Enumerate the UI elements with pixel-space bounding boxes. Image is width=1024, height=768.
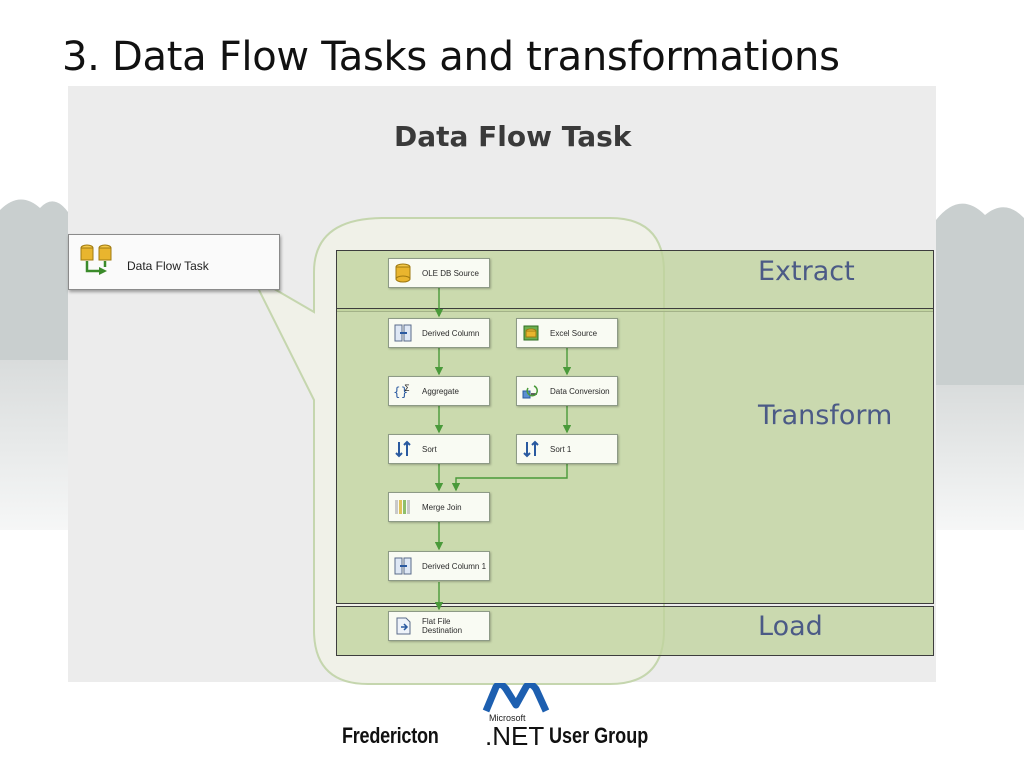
derived-column-1-component[interactable]: Derived Column 1 (388, 551, 490, 581)
svg-text:Σ: Σ (404, 384, 410, 394)
component-label: Data Conversion (550, 386, 610, 396)
excel-source-component[interactable]: Excel Source (516, 318, 618, 348)
flat-file-destination-component[interactable]: Flat File Destination (388, 611, 490, 641)
data-conversion-icon (522, 385, 538, 399)
component-label: Merge Join (422, 502, 462, 512)
sort-icon (395, 440, 411, 458)
data-conversion-component[interactable]: Data Conversion (516, 376, 618, 406)
component-label: Derived Column (422, 328, 480, 338)
derived-column-icon (394, 557, 412, 575)
slide-title: 3. Data Flow Tasks and transformations (62, 34, 840, 80)
ole-db-source-component[interactable]: OLE DB Source (388, 258, 490, 288)
transform-label: Transform (758, 400, 893, 431)
dotnet-wordmark: .NET (485, 721, 545, 751)
sort-icon (523, 440, 539, 458)
aggregate-component[interactable]: {} Σ Aggregate (388, 376, 490, 406)
component-label: OLE DB Source (422, 268, 479, 278)
panel-title: Data Flow Task (394, 120, 632, 153)
background-scenery (0, 199, 1024, 530)
load-label: Load (758, 611, 823, 642)
merge-join-component[interactable]: Merge Join (388, 492, 490, 522)
svg-text:{}: {} (393, 385, 408, 399)
derived-column-component[interactable]: Derived Column (388, 318, 490, 348)
flow-sort1-to-merge (451, 463, 568, 492)
sort-component[interactable]: Sort (388, 434, 490, 464)
data-flow-task-label: Data Flow Task (127, 259, 209, 273)
extract-label: Extract (758, 256, 855, 287)
dotnet-wave-icon (482, 683, 550, 713)
component-label: Flat File Destination (422, 617, 463, 635)
microsoft-wordmark: Microsoft (489, 713, 526, 723)
data-flow-task-icon (80, 244, 112, 275)
component-label: Sort 1 (550, 444, 572, 454)
flat-file-icon (396, 617, 411, 635)
component-label: Excel Source (550, 328, 598, 338)
aggregate-icon: {} Σ (393, 384, 410, 399)
user-group-logo: Fredericton Microsoft .NET User Group (342, 683, 682, 751)
component-label: Aggregate (422, 386, 459, 396)
component-label: Sort (422, 444, 437, 454)
data-flow-task-box[interactable]: Data Flow Task (68, 234, 280, 290)
excel-source-icon (523, 325, 539, 341)
merge-join-icon (395, 500, 410, 514)
component-label: Derived Column 1 (422, 561, 487, 571)
sort-1-component[interactable]: Sort 1 (516, 434, 618, 464)
derived-column-icon (394, 324, 412, 342)
footer-left-text: Fredericton (342, 723, 439, 748)
footer-right-text: User Group (549, 723, 649, 748)
database-source-icon (395, 263, 411, 283)
